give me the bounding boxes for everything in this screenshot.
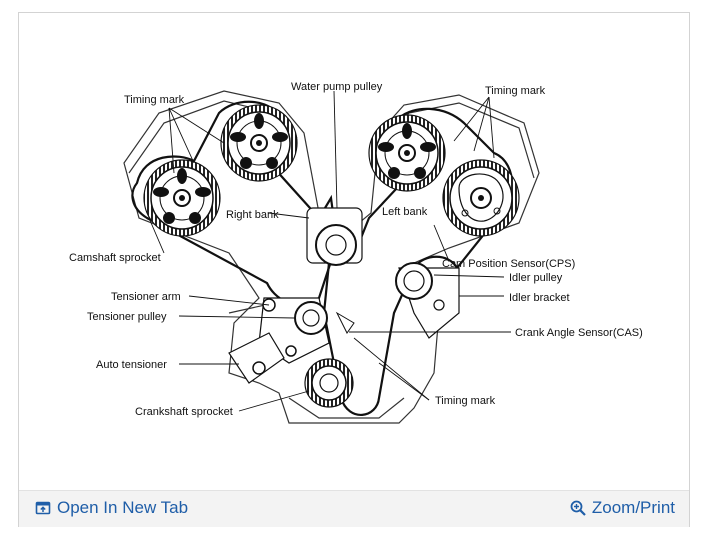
water-pump-pulley — [306, 207, 363, 266]
image-frame: Timing mark Water pump pulley Timing mar… — [18, 12, 690, 527]
camshaft-sprocket-right-bank-lower — [143, 159, 221, 237]
open-in-new-tab-label: Open In New Tab — [57, 498, 189, 517]
label-camshaft-sprocket: Camshaft sprocket — [69, 252, 161, 264]
label-crankshaft-sprocket: Crankshaft sprocket — [135, 406, 233, 418]
label-timing-mark-bottom: Timing mark — [435, 395, 496, 407]
open-in-new-tab-link[interactable]: Open In New Tab — [35, 498, 188, 518]
label-idler-bracket: Idler bracket — [509, 292, 570, 304]
label-auto-tensioner: Auto tensioner — [96, 359, 167, 371]
label-crank-angle-sensor: Crank Angle Sensor(CAS) — [515, 327, 643, 339]
camshaft-sprocket-left-bank-upper — [368, 114, 446, 192]
label-idler-pulley: Idler pulley — [509, 272, 563, 284]
label-right-bank: Right bank — [226, 209, 279, 221]
label-timing-mark-right: Timing mark — [485, 85, 546, 97]
idler-pulley — [395, 262, 460, 339]
leader-lines — [148, 90, 511, 412]
zoom-print-label: Zoom/Print — [591, 498, 675, 517]
label-tensioner-pulley: Tensioner pulley — [87, 311, 167, 323]
label-left-bank: Left bank — [382, 206, 428, 218]
timing-belt-diagram: Timing mark Water pump pulley Timing mar… — [69, 81, 643, 424]
image-footer: Open In New Tab Zoom/Print — [19, 490, 689, 527]
tensioner-assembly — [228, 297, 330, 384]
zoom-print-link[interactable]: Zoom/Print — [570, 498, 675, 518]
crankshaft-sprocket — [304, 311, 355, 408]
camshaft-sprocket-left-bank-lower — [442, 159, 520, 237]
label-water-pump-pulley: Water pump pulley — [291, 81, 383, 93]
label-cam-position-sensor: Cam Position Sensor(CPS) — [442, 258, 575, 270]
camshaft-sprocket-right-bank-upper — [220, 104, 298, 182]
label-timing-mark-left: Timing mark — [124, 94, 185, 106]
zoom-icon — [570, 500, 586, 516]
open-in-new-tab-icon — [35, 501, 51, 515]
label-tensioner-arm: Tensioner arm — [111, 291, 181, 303]
